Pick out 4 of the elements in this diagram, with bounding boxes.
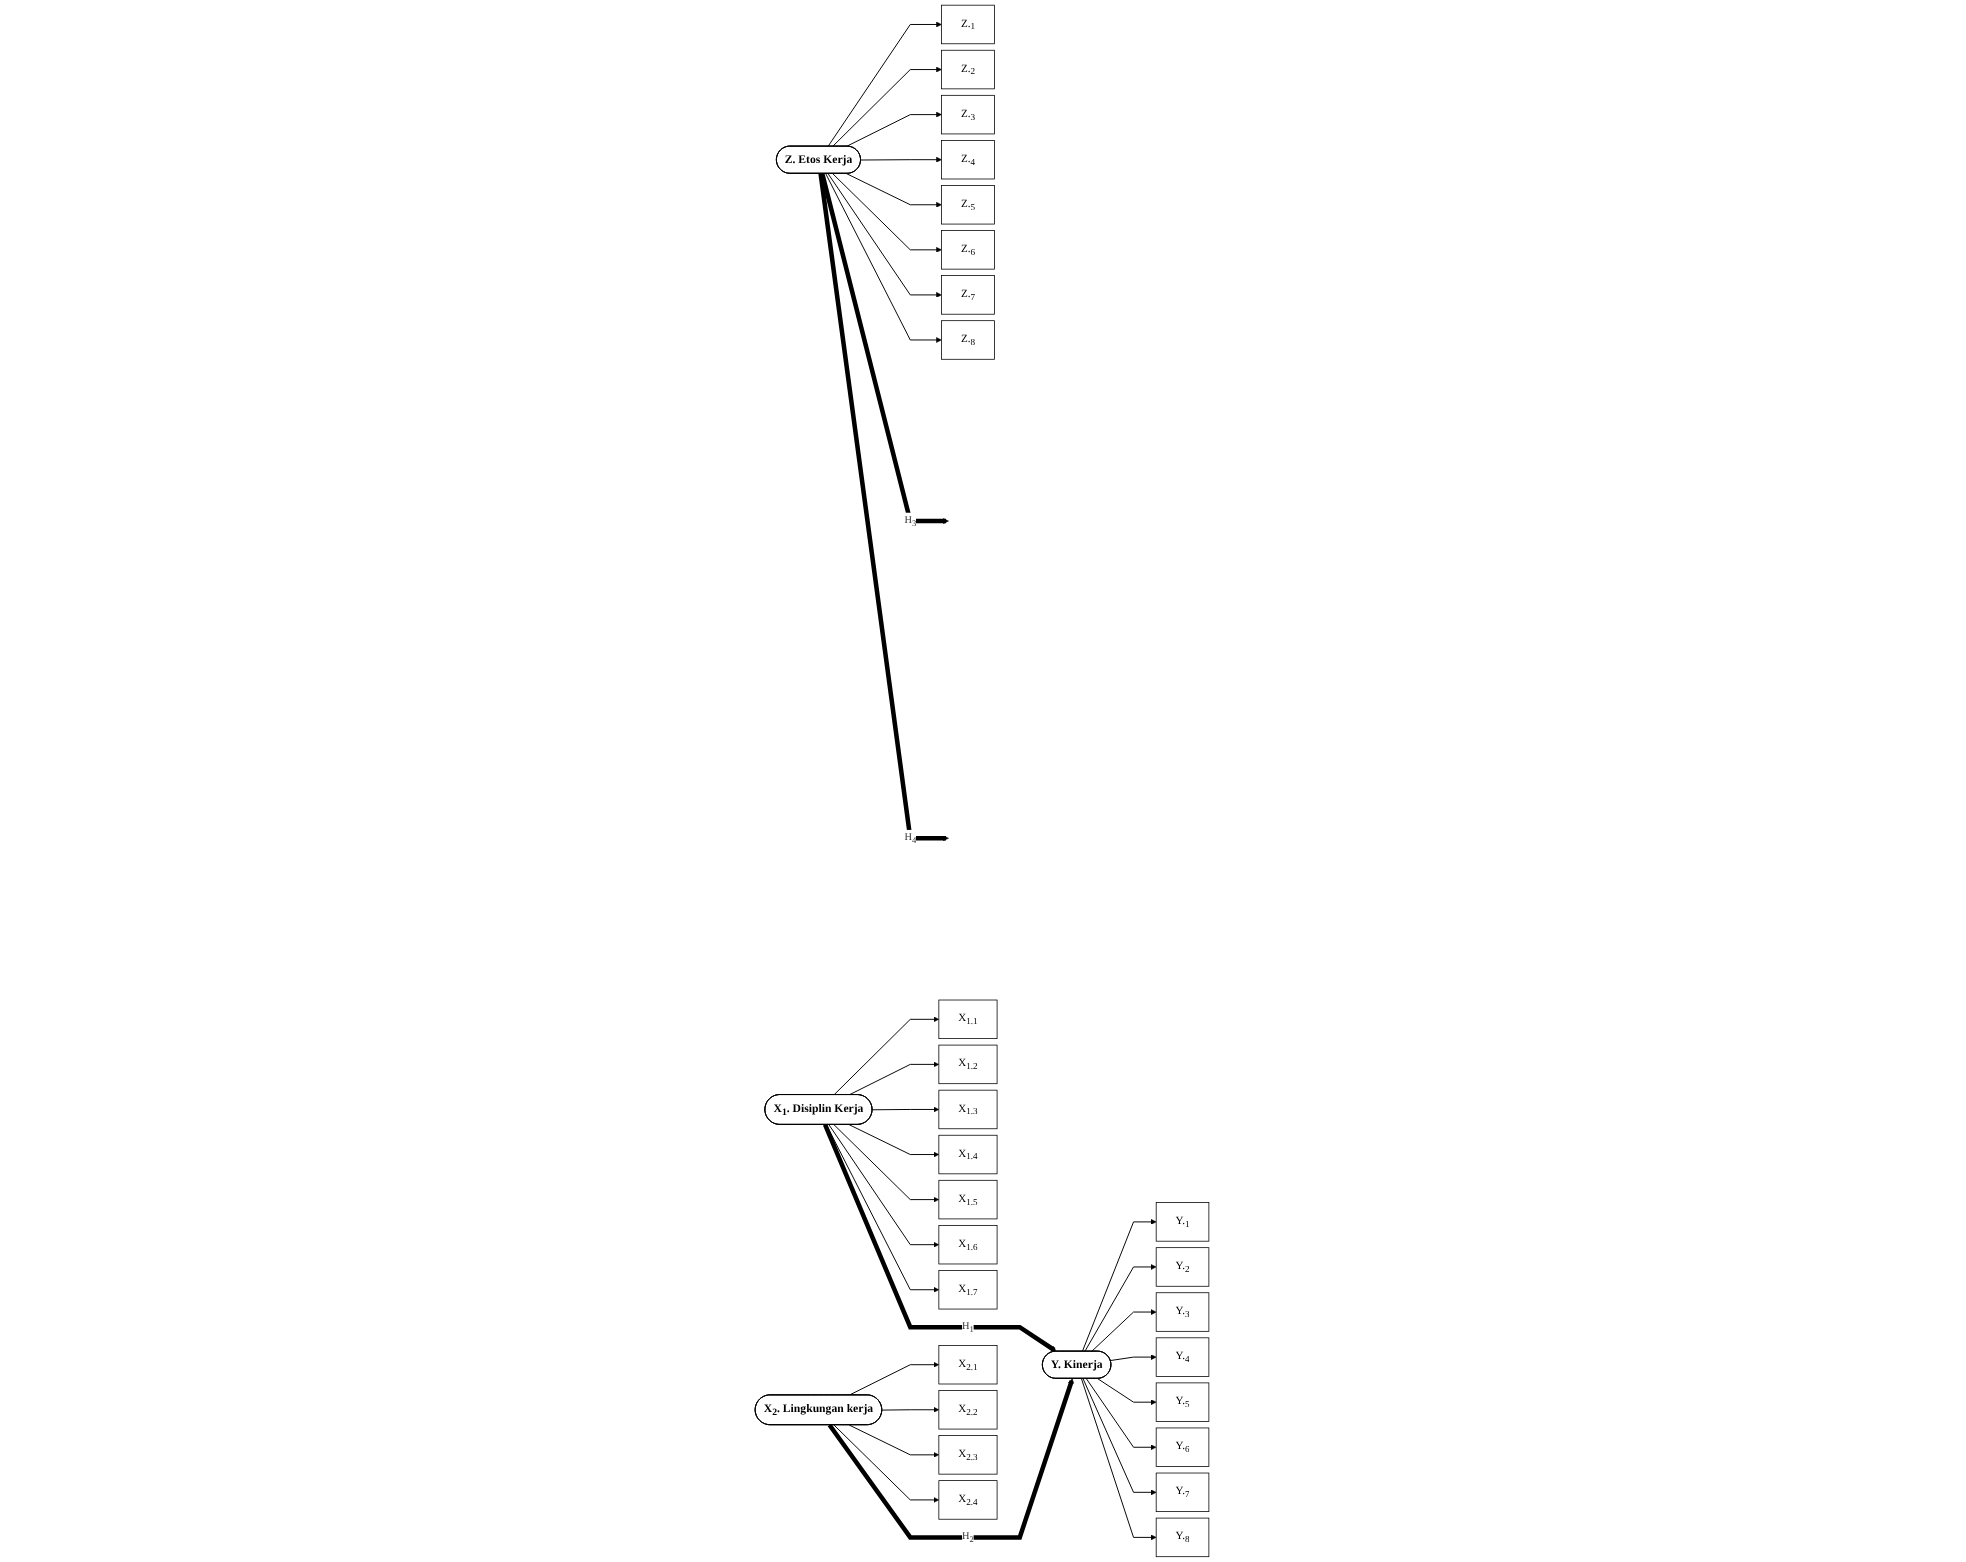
arrow [828, 1378, 1075, 1540]
arrow [823, 1123, 1058, 1352]
arrow [819, 173, 950, 842]
arrow [821, 173, 950, 524]
